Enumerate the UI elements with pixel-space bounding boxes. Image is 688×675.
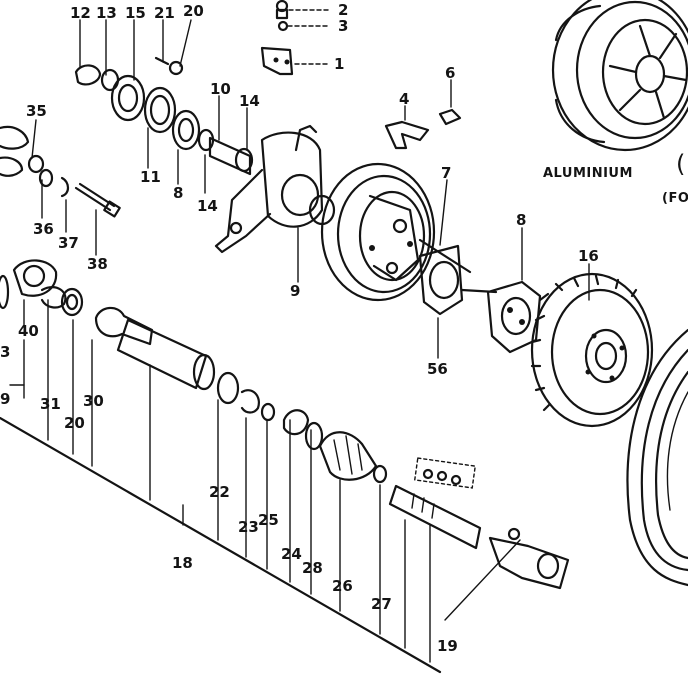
grease-nipple-assembly: [260, 0, 294, 76]
callout-21: 21: [154, 4, 175, 22]
leader-lines: [0, 9, 590, 674]
callout-7: 7: [441, 164, 451, 182]
callout-6: 6: [445, 64, 455, 82]
callout-36: 36: [33, 220, 54, 238]
caption-cutoff: (FO: [662, 191, 688, 206]
left-cutoff-parts: [0, 125, 121, 310]
drive-shaft-assembly: [12, 259, 570, 590]
callout-18: 18: [172, 554, 193, 572]
callout-4: 4: [399, 90, 409, 108]
callout-16: 16: [578, 247, 599, 265]
callout-40: 40: [18, 322, 39, 340]
callout-14-low: 14: [197, 197, 218, 215]
callout-labels: 2 3 1 12 13 15 21 20 10 14 35 11 8 14 4 …: [0, 1, 688, 655]
callout-20-low: 20: [64, 414, 85, 432]
callout-10: 10: [210, 80, 231, 98]
callout-30: 30: [83, 392, 104, 410]
steering-knuckle: [214, 124, 336, 254]
callout-23: 23: [238, 518, 259, 536]
callout-14-top: 14: [239, 92, 260, 110]
hub-bearing-group: [74, 56, 254, 176]
callout-12: 12: [70, 4, 91, 22]
callout-37: 37: [58, 234, 79, 252]
callout-8-right: 8: [516, 211, 526, 229]
callout-9: 9: [290, 282, 300, 300]
tire: [626, 328, 688, 587]
callout-28: 28: [302, 559, 323, 577]
callout-22: 22: [209, 483, 230, 501]
callout-20-top: 20: [183, 2, 204, 20]
callout-24: 24: [281, 545, 302, 563]
callout-26: 26: [332, 577, 353, 595]
callout-35: 35: [26, 102, 47, 120]
callout-19: 19: [437, 637, 458, 655]
callout-13: 13: [96, 4, 117, 22]
callout-25: 25: [258, 511, 279, 529]
callout-31: 31: [40, 395, 61, 413]
callout-15: 15: [125, 4, 146, 22]
aluminium-wheel: [551, 0, 688, 152]
callout-3: 3: [338, 17, 348, 35]
callout-39: 9: [0, 390, 10, 408]
caption-aluminium: ALUMINIUM: [543, 166, 633, 181]
callout-1: 1: [334, 55, 344, 73]
bracket-and-bolt: [384, 108, 462, 150]
axle-flange: [460, 280, 542, 354]
brake-drum: [530, 272, 654, 428]
callout-56: 56: [427, 360, 448, 378]
callout-33: 3: [0, 343, 10, 361]
caption-cutoff-paren: (: [676, 150, 685, 178]
callout-2: 2: [338, 1, 348, 19]
callout-27: 27: [371, 595, 392, 613]
callout-8-left: 8: [173, 184, 183, 202]
brake-backing-plate: [320, 162, 472, 316]
callout-11: 11: [140, 168, 161, 186]
callout-38: 38: [87, 255, 108, 273]
